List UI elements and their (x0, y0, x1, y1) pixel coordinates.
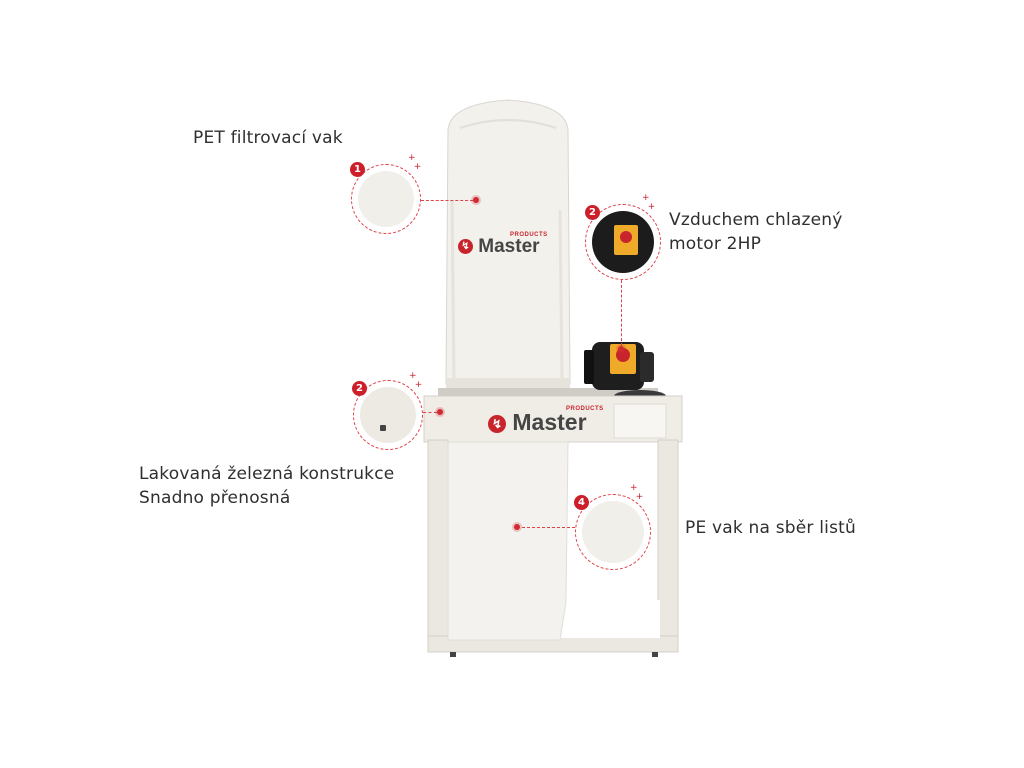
callout-connector (423, 412, 437, 413)
filter-bag-graphic (445, 99, 571, 391)
collection-bag-graphic (447, 441, 569, 641)
callout-line: motor 2HP (669, 234, 762, 254)
callout-label-filter-bag: PET filtrovací vak (193, 126, 343, 150)
callout-number-badge: 2 (352, 381, 367, 396)
brand-sub: PRODUCTS (510, 232, 548, 238)
callout-label-collection-bag: PE vak na sběr listů (685, 516, 856, 540)
hotspot-dot[interactable] (473, 197, 479, 203)
master-logo-bag: ↯ Master PRODUCTS (458, 232, 547, 258)
master-logo-icon: ↯ (458, 239, 473, 255)
master-logo-frame: ↯ Master PRODUCTS (488, 406, 603, 436)
zoom-circle-frame[interactable] (353, 380, 423, 450)
callout-connector (421, 200, 473, 201)
plus-sparkle-icon: + + (408, 153, 422, 172)
brand-name: Master (478, 236, 540, 257)
callout-connector (621, 280, 622, 346)
hotspot-dot[interactable] (618, 346, 624, 352)
callout-number-badge: 1 (350, 162, 365, 177)
callout-label-frame: Lakovaná železná konstrukce Snadno přeno… (139, 462, 394, 510)
callout-line: Lakovaná železná konstrukce (139, 464, 395, 484)
plus-sparkle-icon: + + (409, 371, 423, 390)
callout-label-motor: Vzduchem chlazený motor 2HP (669, 208, 843, 256)
callout-connector (522, 527, 575, 528)
brand-name: Master (512, 409, 587, 435)
callout-line: PET filtrovací vak (193, 128, 343, 148)
hotspot-dot[interactable] (437, 409, 443, 415)
callout-line: Snadno přenosná (139, 488, 291, 508)
callout-number-badge: 2 (585, 205, 600, 220)
callout-line: PE vak na sběr listů (685, 518, 856, 538)
zoom-circle-filter-bag[interactable] (351, 164, 421, 234)
frame-graphic (423, 395, 683, 657)
master-logo-icon: ↯ (488, 414, 506, 433)
callout-line: Vzduchem chlazený (669, 210, 843, 230)
plus-sparkle-icon: + + (630, 483, 644, 502)
plus-sparkle-icon: + + (642, 193, 656, 212)
callout-number-badge: 4 (574, 495, 589, 510)
brand-sub: PRODUCTS (566, 406, 604, 412)
hotspot-dot[interactable] (514, 524, 520, 530)
